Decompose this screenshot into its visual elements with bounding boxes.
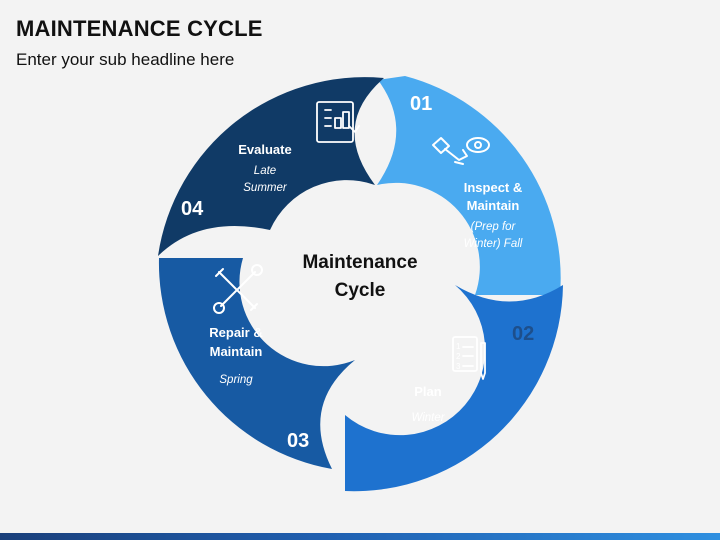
step-01-detail-line1: (Prep for — [471, 221, 517, 233]
evaluation-chart-icon — [316, 101, 360, 143]
center-title-line2: Cycle — [335, 280, 386, 301]
step-04-title-line1: Evaluate — [238, 142, 291, 157]
cycle-segment-02: 1 2 3 02 Plan Winter — [345, 285, 563, 492]
step-03-title-line2: Maintain — [210, 344, 263, 359]
step-03-title-line1: Repair & — [209, 325, 262, 340]
step-01-title-line2: Maintain — [467, 198, 520, 213]
segment-02-shape — [345, 285, 563, 492]
segment-04-shape — [158, 77, 384, 256]
center-title-line1: Maintenance — [302, 252, 417, 273]
step-02-number: 02 — [512, 323, 534, 345]
step-01-number: 01 — [410, 93, 432, 115]
cycle-segment-03: Repair & Maintain Spring 03 — [158, 258, 355, 469]
page-subtitle: Enter your sub headline here — [16, 50, 235, 69]
page-title: MAINTENANCE CYCLE — [16, 16, 263, 41]
step-02-title-line1: Plan — [414, 384, 442, 399]
cycle-segment-04: Evaluate Late Summer 04 — [158, 77, 384, 256]
svg-text:1: 1 — [456, 342, 461, 351]
hand-eye-inspect-icon — [432, 137, 490, 165]
svg-text:3: 3 — [456, 362, 461, 371]
step-04-detail-line2: Summer — [243, 182, 288, 194]
svg-text:2: 2 — [456, 352, 461, 361]
wrench-screwdriver-icon — [213, 264, 263, 314]
segment-01-shape — [377, 76, 561, 295]
step-03-number: 03 — [287, 430, 309, 452]
step-04-number: 04 — [181, 198, 204, 220]
footer-bar — [0, 533, 720, 540]
cycle-segment-01: 01 Inspect & Maintain (Prep for Winter) … — [377, 76, 561, 295]
segment-03-shape — [158, 258, 355, 469]
step-02-detail-line1: Winter — [411, 412, 445, 424]
step-01-detail-line2: Winter) Fall — [464, 238, 523, 250]
numbered-list-clipboard-icon: 1 2 3 — [452, 336, 486, 380]
step-03-detail-line1: Spring — [219, 374, 253, 386]
step-01-title-line1: Inspect & — [464, 180, 523, 195]
step-04-detail-line1: Late — [254, 165, 276, 177]
